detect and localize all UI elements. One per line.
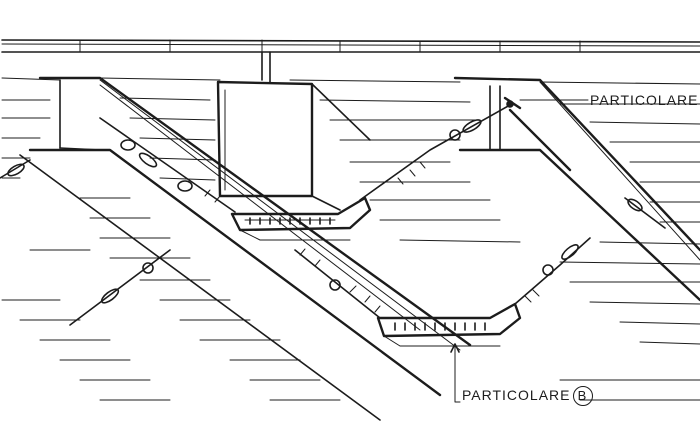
cable-tray-lower bbox=[376, 302, 522, 347]
ceiling-planks bbox=[1, 77, 700, 401]
detail-mark-b: B bbox=[572, 386, 593, 406]
detail-label-top: PARTICOLARE bbox=[590, 92, 699, 108]
support-cables bbox=[0, 104, 666, 326]
central-duct bbox=[216, 80, 371, 211]
right-diagonal-beam bbox=[453, 76, 700, 302]
cable-ticks bbox=[204, 161, 540, 313]
left-diagonal-beam bbox=[19, 76, 472, 421]
anchor-plate bbox=[503, 96, 572, 172]
top-beam bbox=[1, 39, 700, 83]
cable-tray-upper bbox=[230, 196, 372, 241]
label-leaders bbox=[450, 99, 589, 403]
detail-label-bottom-text: PARTICOLARE bbox=[462, 387, 571, 403]
turnbuckles bbox=[7, 119, 643, 304]
detail-label-top-text: PARTICOLARE bbox=[590, 92, 699, 108]
